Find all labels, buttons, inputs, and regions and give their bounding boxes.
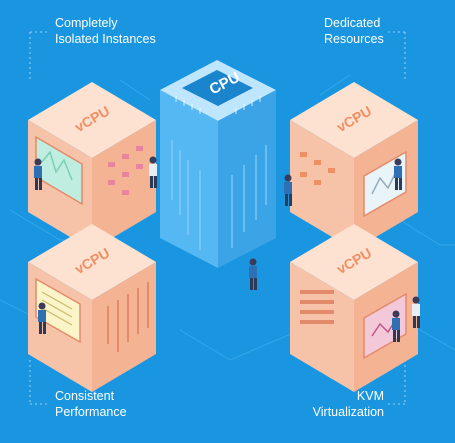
feature-line-1: KVM — [356, 389, 384, 403]
label-connectors — [29, 31, 406, 405]
person-figure-icon — [34, 158, 42, 190]
person-figure-icon — [284, 174, 292, 206]
feature-line-1: Completely — [55, 16, 118, 30]
person-figure-icon — [394, 158, 402, 190]
vcpu-cube-icon-bottom-right: vCPU — [290, 224, 418, 392]
vcpu-cube-icon-top-left: vCPU — [28, 82, 156, 250]
feature-line-1: Dedicated — [324, 16, 381, 30]
person-figure-icon — [149, 156, 157, 188]
feature-line-1: Consistent — [55, 389, 115, 403]
person-figure-icon — [249, 258, 257, 290]
person-figure-icon — [392, 310, 400, 342]
person-figure-icon — [412, 296, 420, 328]
feature-label-kvm-virtualization: KVM Virtualization — [306, 388, 384, 420]
cpu-tower-icon: CPU — [160, 60, 276, 268]
vcpu-cube-icon-top-right: vCPU — [290, 82, 418, 250]
person-figure-icon — [38, 302, 46, 334]
feature-label-isolated-instances: Completely Isolated Instances — [55, 15, 156, 47]
feature-label-dedicated-resources: Dedicated Resources — [324, 15, 384, 47]
feature-line-2: Performance — [55, 405, 127, 419]
feature-label-consistent-performance: Consistent Performance — [55, 388, 127, 420]
feature-line-2: Resources — [324, 32, 384, 46]
feature-line-2: Isolated Instances — [55, 32, 156, 46]
vcpu-cube-icon-bottom-left: vCPU — [28, 224, 156, 392]
feature-line-2: Virtualization — [312, 405, 384, 419]
